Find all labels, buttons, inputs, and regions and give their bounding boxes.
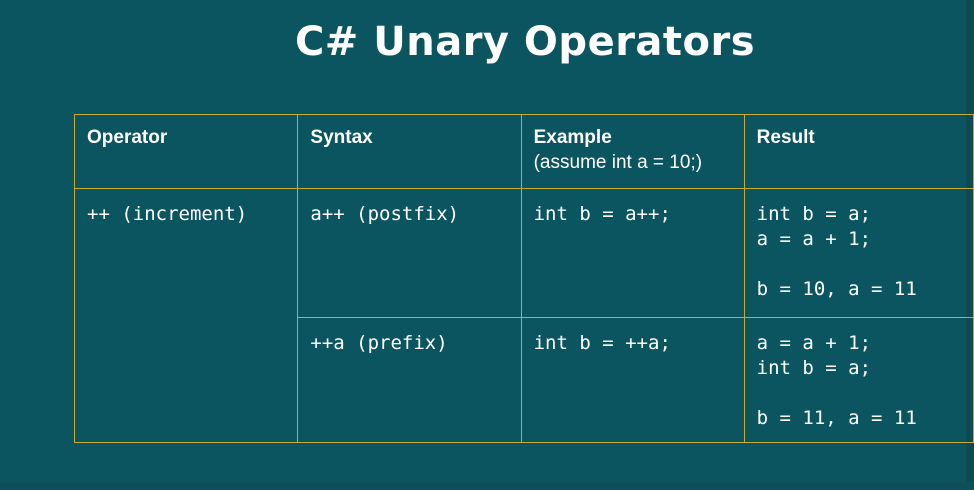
header-example: Example (assume int a = 10;) (520, 114, 745, 189)
header-example-note: (assume int a = 10;) (533, 152, 703, 173)
header-example-label: Example (533, 127, 612, 148)
result-value: b = 10, a = 11 (756, 278, 917, 300)
result-spacer (757, 252, 961, 277)
header-operator-label: Operator (87, 127, 168, 148)
cell-result-prefix: a = a + 1; int b = a; b = 11, a = 11 (743, 317, 974, 443)
result-spacer (757, 381, 961, 406)
cell-syntax-postfix: a++ (postfix) (297, 188, 522, 318)
header-syntax-label: Syntax (310, 127, 373, 148)
result-line: int b = a; (756, 203, 872, 225)
result-line: int b = a; (756, 357, 872, 379)
header-operator: Operator (73, 114, 299, 189)
cell-example-prefix: int b = ++a; (520, 317, 745, 443)
result-line: a = a + 1; (756, 228, 872, 250)
bottom-edge-strip (0, 482, 974, 490)
cell-example-postfix: int b = a++; (520, 188, 745, 318)
result-value: b = 11, a = 11 (756, 407, 917, 429)
header-result-label: Result (756, 127, 815, 148)
cell-syntax-prefix: ++a (prefix) (297, 317, 522, 443)
slide-title: C# Unary Operators (294, 19, 756, 65)
table-header-row: Operator Syntax Example (assume int a = … (73, 114, 974, 189)
result-line: a = a + 1; (756, 332, 872, 354)
table-row-postfix: ++ (increment) a++ (postfix) int b = a++… (73, 188, 974, 443)
operators-table: Operator Syntax Example (assume int a = … (73, 114, 974, 443)
header-syntax: Syntax (297, 114, 522, 189)
header-result: Result (743, 114, 974, 189)
cell-operator: ++ (increment) (73, 188, 299, 443)
cell-result-postfix: int b = a; a = a + 1; b = 10, a = 11 (743, 188, 974, 318)
table-row-prefix: ++a (prefix) int b = ++a; a = a + 1; int … (75, 317, 974, 443)
